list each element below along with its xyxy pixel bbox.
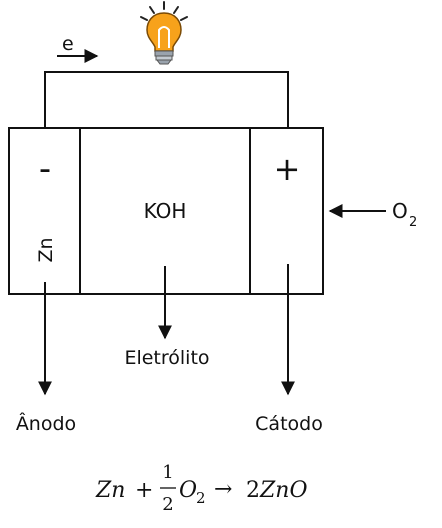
bulb-rays xyxy=(140,1,188,21)
equation-arrow: → xyxy=(214,477,232,502)
electrolyte-label: Eletrólito xyxy=(124,347,209,369)
equation-reactant: Zn xyxy=(95,478,125,503)
reaction-equation: Zn + 1 2 O 2 → 2 ZnO xyxy=(95,462,308,515)
equation-coef-numerator: 1 xyxy=(162,462,173,483)
cathode-label: Cátodo xyxy=(255,413,323,435)
external-circuit-wire xyxy=(44,71,289,128)
anode-metal-label: Zn xyxy=(35,237,57,262)
equation-plus: + xyxy=(135,478,153,503)
electrolyte-solution-label: KOH xyxy=(144,199,187,223)
oxygen-subscript: 2 xyxy=(409,215,417,230)
equation-product: ZnO xyxy=(259,478,308,503)
equation-coef-denominator: 2 xyxy=(162,494,173,515)
cathode-compartment xyxy=(249,127,324,295)
equation-oxygen: O xyxy=(179,478,197,503)
cathode-sign: + xyxy=(274,150,301,188)
oxygen-label: O xyxy=(392,199,408,223)
anode-sign: - xyxy=(39,149,51,189)
equation-product-coef: 2 xyxy=(246,478,260,503)
light-bulb-icon xyxy=(140,1,188,65)
equation-oxygen-subscript: 2 xyxy=(196,489,206,507)
electron-label: e xyxy=(62,33,74,55)
anode-label: Ânodo xyxy=(16,412,76,435)
